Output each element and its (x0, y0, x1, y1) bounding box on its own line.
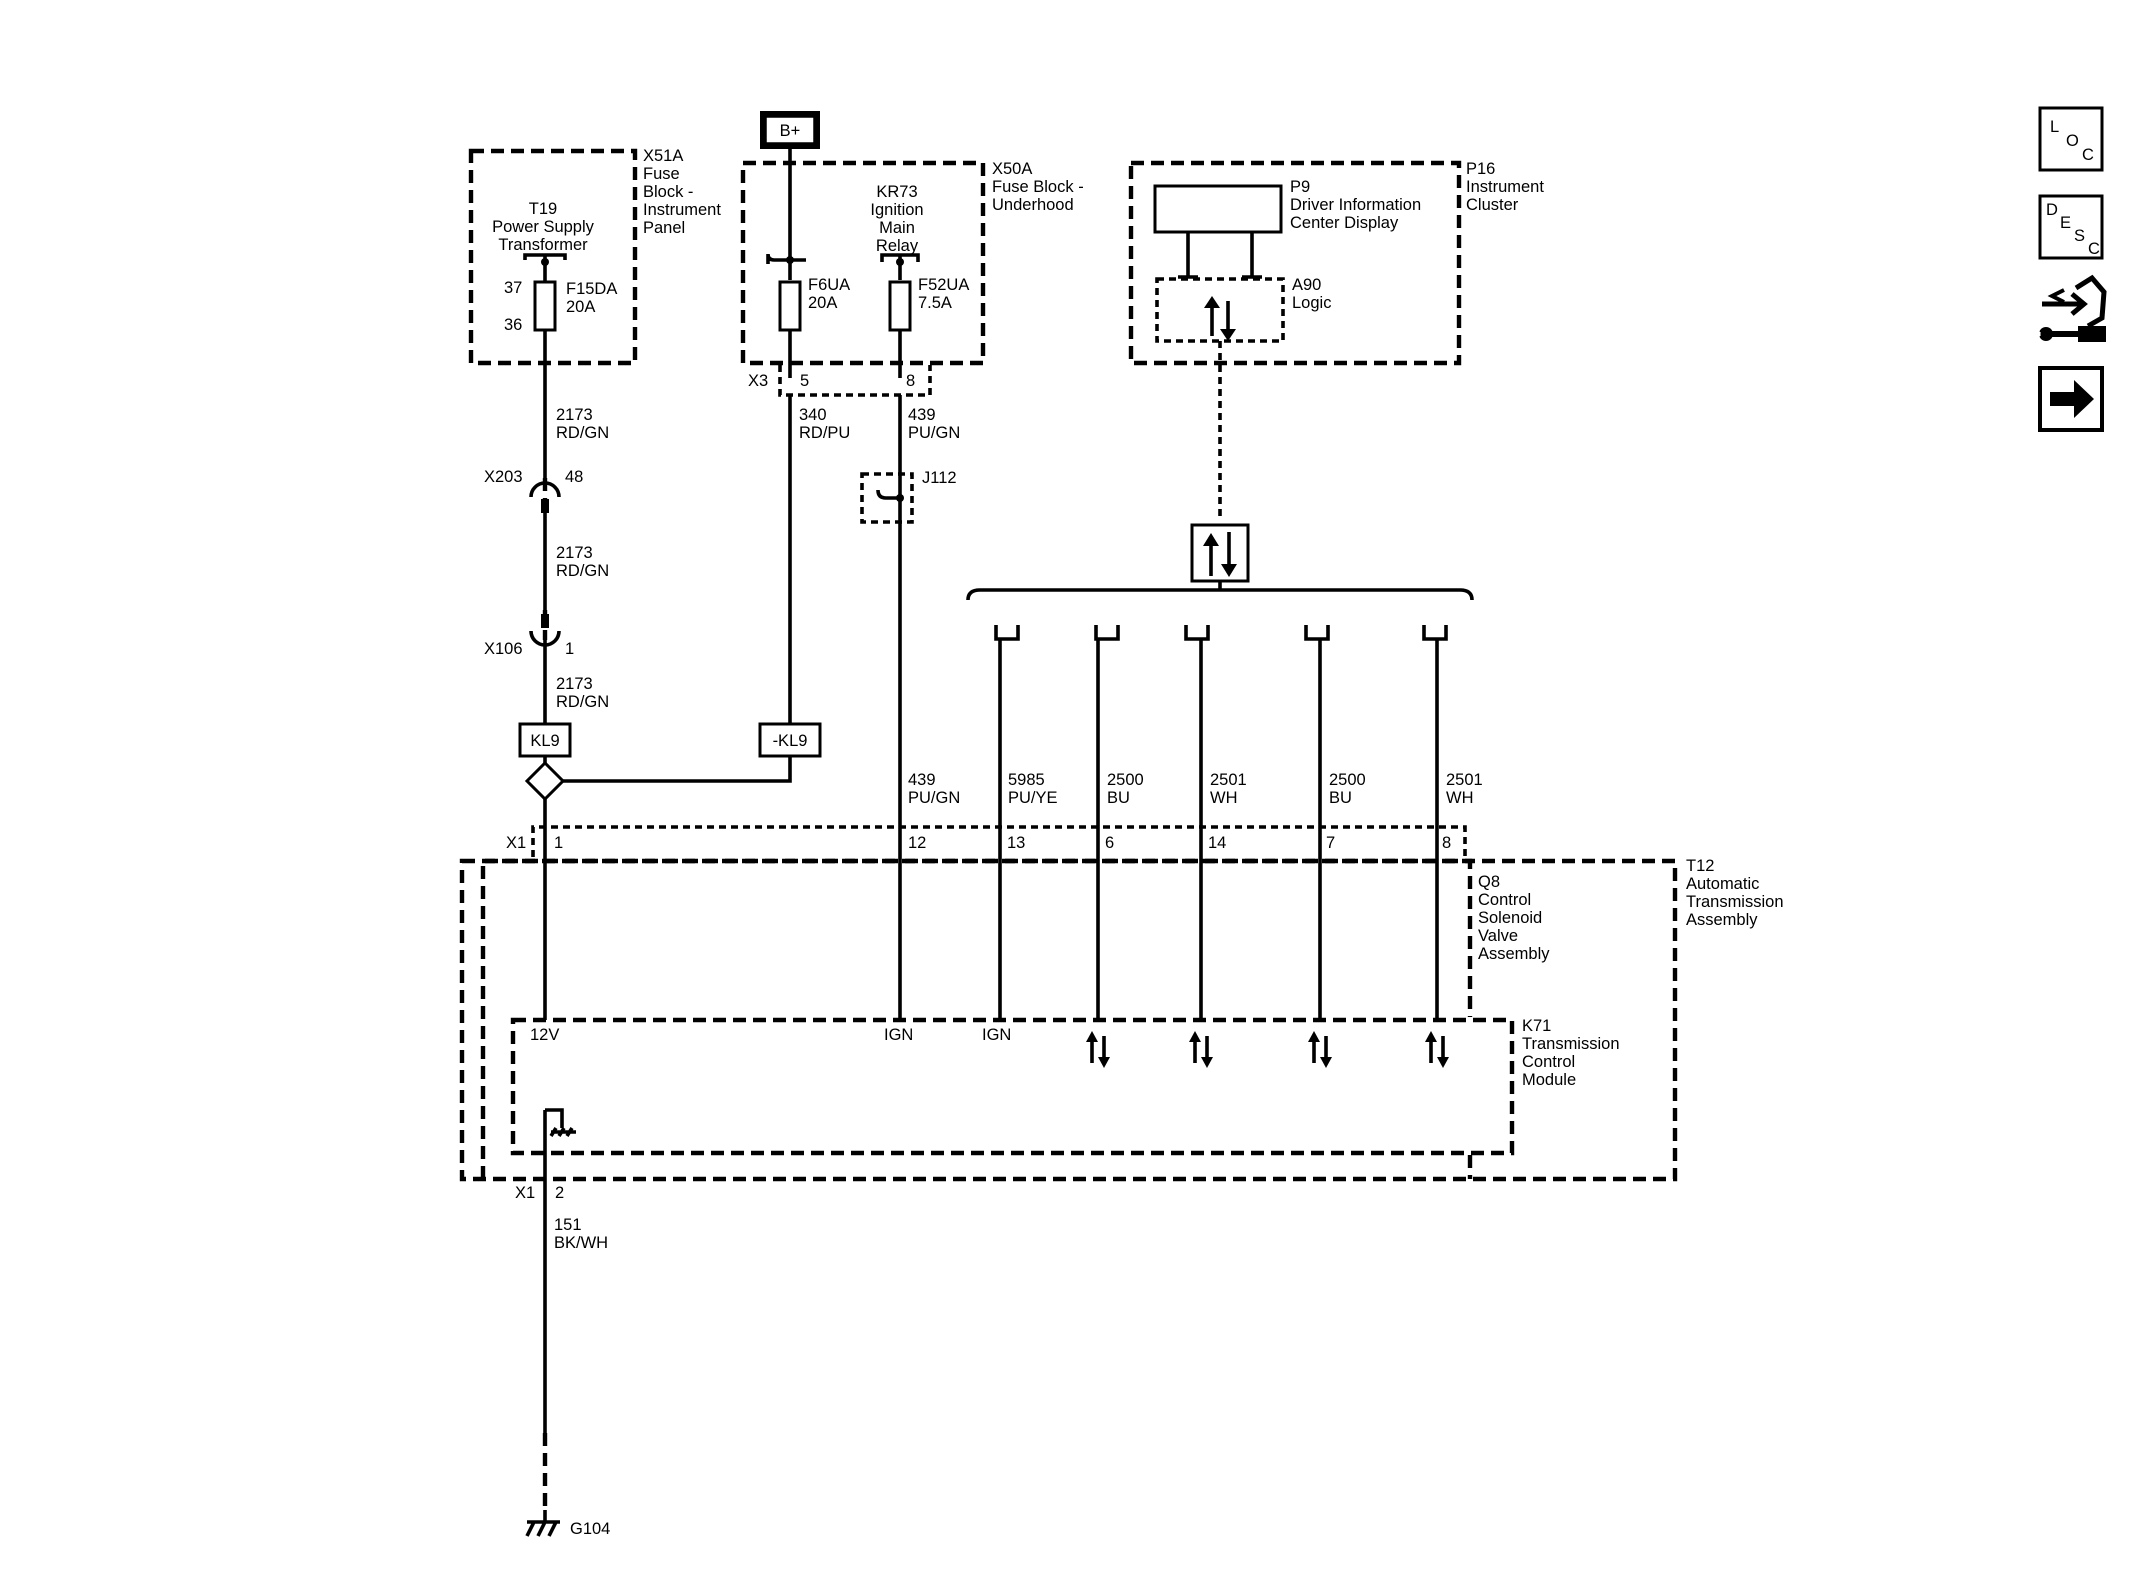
svg-text:J112: J112 (922, 469, 957, 487)
connector-end-view-icon[interactable] (2032, 274, 2107, 342)
svg-text:KL9: KL9 (530, 732, 559, 750)
serial-data-pin-arrows (1086, 1031, 1449, 1068)
svg-text:E: E (2060, 214, 2071, 232)
svg-text:IGN: IGN (982, 1026, 1011, 1044)
svg-text:C: C (2082, 146, 2094, 164)
svg-text:S: S (2074, 227, 2085, 245)
ground-g104: G104 (525, 1510, 610, 1538)
connector-x203: X203 48 (484, 468, 583, 513)
svg-text:2: 2 (555, 1184, 564, 1202)
svg-text:12: 12 (908, 834, 926, 852)
connector-x3: X3 5 8 (748, 365, 932, 397)
splice-pack-j112: J112 (860, 469, 957, 524)
svg-text:14: 14 (1208, 834, 1226, 852)
svg-text:7: 7 (1326, 834, 1335, 852)
svg-text:8: 8 (906, 372, 915, 390)
svg-text:X1: X1 (506, 834, 526, 852)
svg-text:X1: X1 (515, 1184, 535, 1202)
svg-text:36: 36 (504, 316, 522, 334)
svg-text:5: 5 (800, 372, 809, 390)
connector-x106: X106 1 (484, 614, 574, 658)
kl9-label-box: KL9 (518, 722, 572, 758)
svg-text:48: 48 (565, 468, 583, 486)
bidirectional-arrow-icon (1189, 1031, 1213, 1068)
connector-x1-bottom: X1 2 (515, 1184, 564, 1202)
svg-text:8: 8 (1442, 834, 1451, 852)
battery-positive-box: B+ (760, 111, 820, 149)
svg-text:13: 13 (1007, 834, 1025, 852)
svg-text:37: 37 (504, 279, 522, 297)
svg-text:L: L (2050, 118, 2059, 136)
bidirectional-arrow-icon (1425, 1031, 1449, 1068)
bidirectional-arrow-icon (1203, 532, 1237, 577)
location-view-button[interactable]: L O C (2038, 106, 2104, 172)
bidirectional-arrow-icon (1086, 1031, 1110, 1068)
svg-text:B+: B+ (780, 122, 801, 140)
svg-text:-KL9: -KL9 (773, 732, 808, 750)
svg-text:D: D (2046, 201, 2058, 219)
svg-text:C: C (2088, 240, 2100, 258)
svg-text:G104: G104 (570, 1520, 610, 1538)
description-view-button[interactable]: D E S C (2038, 194, 2104, 260)
svg-text:6: 6 (1105, 834, 1114, 852)
bidirectional-arrow-icon (1204, 296, 1236, 341)
svg-text:12V: 12V (530, 1026, 559, 1044)
svg-text:O: O (2066, 132, 2079, 150)
svg-text:X106: X106 (484, 640, 523, 658)
svg-text:1: 1 (565, 640, 574, 658)
bidirectional-arrow-icon (1308, 1031, 1332, 1068)
splice-diamond (524, 760, 566, 802)
svg-text:IGN: IGN (884, 1026, 913, 1044)
svg-text:1: 1 (554, 834, 563, 852)
internal-ground-icon (545, 1108, 576, 1137)
connector-x1-top: X1 1 12 13 6 14 7 8 (506, 825, 1467, 857)
svg-text:X203: X203 (484, 468, 523, 486)
arrow-right-icon[interactable] (2038, 366, 2104, 432)
svg-text:X3: X3 (748, 372, 768, 390)
minus-kl9-label-box: -KL9 (758, 722, 822, 758)
serial-data-bus (966, 523, 1474, 641)
